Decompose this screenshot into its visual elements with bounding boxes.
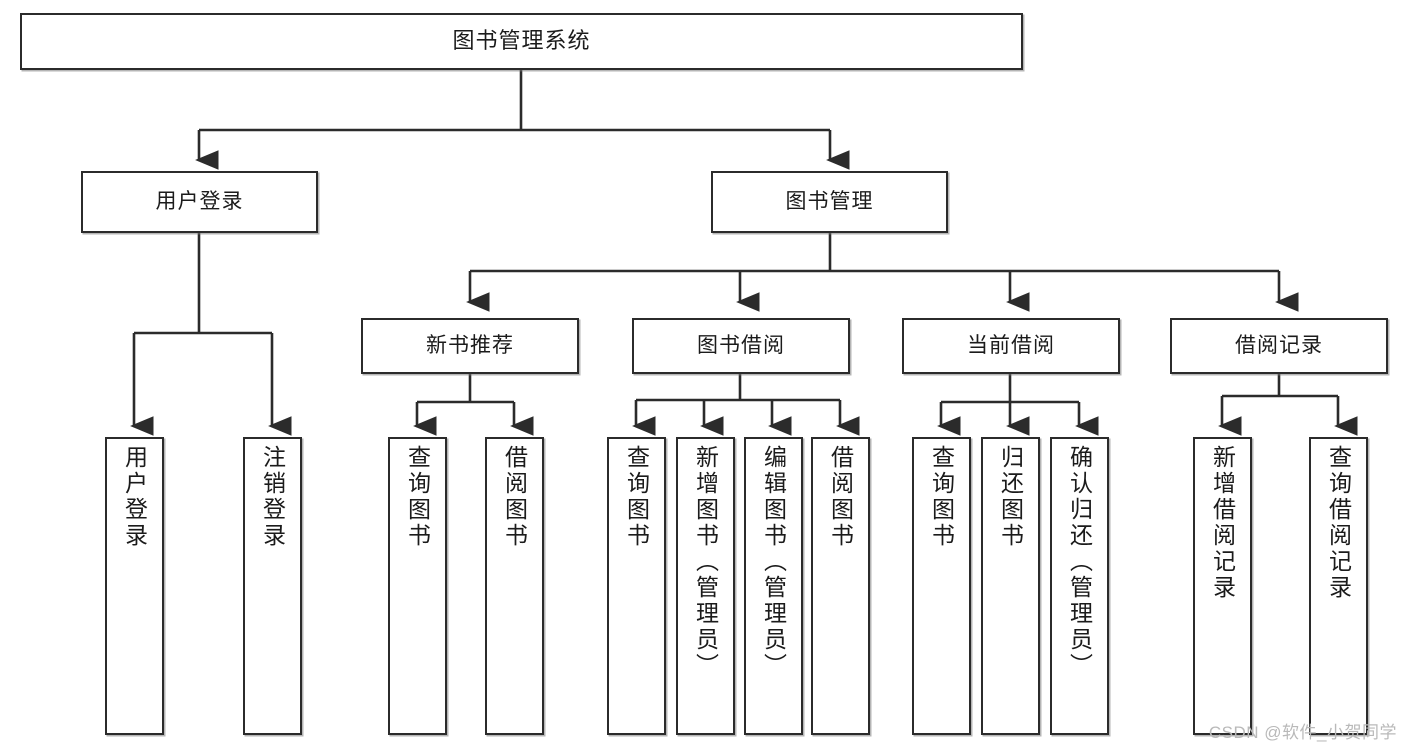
leaf-label: 注销登录 [259, 445, 286, 549]
leaf-add-borrow-record[interactable]: 新增借阅记录 [1193, 437, 1252, 735]
node-label: 图书借阅 [697, 334, 785, 358]
node-label: 新书推荐 [426, 334, 514, 358]
node-borrow-record[interactable]: 借阅记录 [1170, 318, 1388, 374]
leaf-label: 查询图书 [623, 445, 650, 549]
node-label: 用户登录 [155, 190, 244, 214]
node-user-login[interactable]: 用户登录 [81, 171, 318, 233]
leaf-label: 查询图书 [928, 445, 955, 549]
node-label: 图书管理系统 [452, 28, 591, 54]
leaf-query-book-current[interactable]: 查询图书 [912, 437, 971, 735]
leaf-query-borrow-record[interactable]: 查询借阅记录 [1309, 437, 1368, 735]
leaf-query-book-recommend[interactable]: 查询图书 [388, 437, 447, 735]
leaf-logout-login[interactable]: 注销登录 [243, 437, 302, 735]
leaf-label: 借阅图书 [501, 445, 528, 549]
leaf-label: 查询借阅记录 [1325, 445, 1352, 601]
node-book-borrow[interactable]: 图书借阅 [632, 318, 850, 374]
node-label: 借阅记录 [1235, 334, 1323, 358]
node-label: 当前借阅 [967, 334, 1055, 358]
node-root-book-management-system[interactable]: 图书管理系统 [20, 13, 1023, 70]
leaf-confirm-return-admin[interactable]: 确认归还（管理员） [1050, 437, 1109, 735]
leaf-label: 新增图书（管理员） [692, 445, 719, 679]
leaf-query-book-borrow[interactable]: 查询图书 [607, 437, 666, 735]
leaf-label: 归还图书 [997, 445, 1024, 549]
leaf-add-book-admin[interactable]: 新增图书（管理员） [676, 437, 735, 735]
leaf-edit-book-admin[interactable]: 编辑图书（管理员） [744, 437, 803, 735]
leaf-return-book[interactable]: 归还图书 [981, 437, 1040, 735]
leaf-label: 借阅图书 [827, 445, 854, 549]
node-book-management[interactable]: 图书管理 [711, 171, 948, 233]
leaf-label: 确认归还（管理员） [1066, 445, 1093, 679]
leaf-label: 用户登录 [121, 445, 148, 549]
watermark-text: CSDN @软件_小贺同学 [1208, 723, 1397, 742]
node-current-borrow[interactable]: 当前借阅 [902, 318, 1120, 374]
leaf-borrow-book[interactable]: 借阅图书 [811, 437, 870, 735]
leaf-label: 编辑图书（管理员） [760, 445, 787, 679]
leaf-borrow-book-recommend[interactable]: 借阅图书 [485, 437, 544, 735]
leaf-label: 新增借阅记录 [1209, 445, 1236, 601]
leaf-user-login[interactable]: 用户登录 [105, 437, 164, 735]
leaf-label: 查询图书 [404, 445, 431, 549]
node-label: 图书管理 [785, 190, 874, 214]
node-new-book-recommend[interactable]: 新书推荐 [361, 318, 579, 374]
